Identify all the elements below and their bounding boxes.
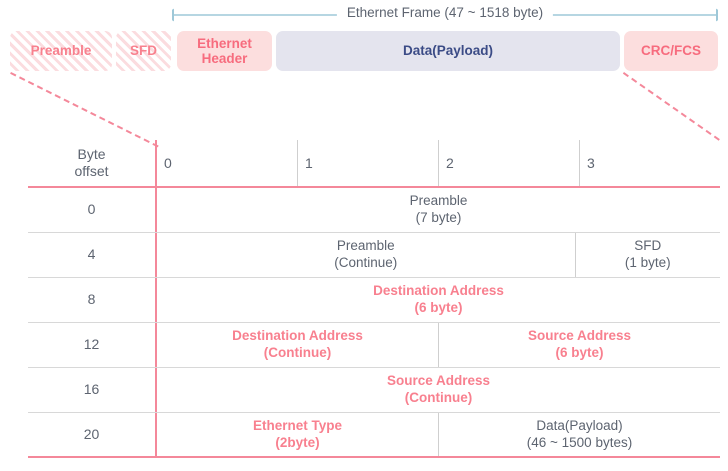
- column-header-3: 3: [579, 140, 720, 186]
- frame-segment-ethernet-header-label: Ethernet Header: [197, 35, 252, 66]
- byte-offset-table: Byte offset 0 1 2 3 0 Preamble (7 byte): [28, 140, 720, 463]
- field-size: (7 byte): [415, 210, 462, 225]
- field-size: (46 ~ 1500 bytes): [526, 434, 633, 450]
- row-offset: 4: [28, 233, 157, 277]
- row-offset: 16: [28, 368, 157, 412]
- field-name: Destination Address: [232, 328, 363, 344]
- byte-offset-header-line2: offset: [74, 163, 109, 179]
- column-header-1: 1: [297, 140, 438, 186]
- row-cells: Preamble (Continue) SFD (1 byte): [157, 233, 720, 277]
- field-size: (Continue): [263, 345, 332, 360]
- field-cell: SFD (1 byte): [574, 233, 721, 277]
- row-offset: 0: [28, 188, 157, 232]
- field-name: Source Address: [527, 328, 632, 344]
- field-cell: Destination Address (Continue): [157, 323, 438, 367]
- table-row: 8 Destination Address (6 byte): [28, 278, 720, 323]
- row-cells: Ethernet Type (2byte) Data(Payload) (46 …: [157, 413, 720, 456]
- field-size: (2byte): [275, 434, 320, 450]
- frame-segment-sfd-label: SFD: [130, 43, 157, 59]
- field-cell: Ethernet Type (2byte): [157, 413, 438, 456]
- field-name: Preamble: [336, 238, 395, 254]
- frame-segment-ethernet-header[interactable]: Ethernet Header: [177, 31, 272, 71]
- byte-offset-header-line1: Byte: [77, 145, 106, 162]
- field-size: (1 byte): [624, 255, 671, 270]
- field-name: Destination Address: [373, 283, 504, 299]
- table-header-columns: 0 1 2 3: [157, 140, 720, 186]
- table-row: 16 Source Address (Continue): [28, 368, 720, 413]
- column-header-0: 0: [164, 155, 172, 171]
- row-cells: Source Address (Continue): [157, 368, 720, 412]
- field-size: (6 byte): [555, 345, 604, 360]
- field-size: (Continue): [404, 390, 473, 405]
- field-cell: Preamble (Continue): [157, 233, 575, 277]
- frame-segment-bar: Preamble SFD Ethernet Header Data(Payloa…: [0, 31, 728, 71]
- field-name: Preamble: [409, 193, 468, 209]
- row-cells: Destination Address (6 byte): [157, 278, 720, 322]
- column-header-2: 2: [438, 140, 579, 186]
- field-cell: Destination Address (6 byte): [157, 278, 720, 322]
- field-cell: Data(Payload) (46 ~ 1500 bytes): [438, 413, 720, 456]
- row-offset: 8: [28, 278, 157, 322]
- frame-segment-crc-fcs[interactable]: CRC/FCS: [624, 31, 718, 71]
- field-cell: Source Address (6 byte): [438, 323, 720, 367]
- row-cells: Destination Address (Continue) Source Ad…: [157, 323, 720, 367]
- frame-segment-sfd[interactable]: SFD: [116, 31, 171, 71]
- row-offset: 12: [28, 323, 157, 367]
- table-header-row: Byte offset 0 1 2 3: [28, 140, 720, 188]
- frame-segment-data-payload[interactable]: Data(Payload): [276, 31, 620, 71]
- table-row: 12 Destination Address (Continue) Source…: [28, 323, 720, 368]
- field-name: Ethernet Type: [252, 417, 342, 433]
- field-size: (6 byte): [414, 300, 463, 315]
- row-cells: Preamble (7 byte): [157, 188, 720, 232]
- row-offset: 20: [28, 413, 157, 456]
- field-name: Data(Payload): [536, 417, 623, 433]
- field-cell: Preamble (7 byte): [157, 188, 720, 232]
- field-cell: Source Address (Continue): [157, 368, 720, 412]
- table-row: 0 Preamble (7 byte): [28, 188, 720, 233]
- frame-segment-preamble[interactable]: Preamble: [10, 31, 112, 71]
- leader-line-left: [10, 72, 159, 148]
- leader-line-right: [622, 72, 720, 141]
- table-row: 4 Preamble (Continue) SFD (1 byte): [28, 233, 720, 278]
- field-name: Source Address: [386, 373, 491, 389]
- frame-segment-crc-fcs-label: CRC/FCS: [641, 43, 701, 59]
- frame-segment-data-payload-label: Data(Payload): [402, 43, 494, 59]
- field-name: SFD: [634, 238, 662, 254]
- byte-offset-header: Byte offset: [28, 140, 157, 186]
- frame-segment-preamble-label: Preamble: [30, 43, 92, 59]
- field-size: (Continue): [334, 255, 398, 270]
- table-row: 20 Ethernet Type (2byte) Data(Payload) (…: [28, 413, 720, 458]
- frame-span-arrow: Ethernet Frame (47 ~ 1518 byte): [162, 4, 728, 26]
- frame-span-label: Ethernet Frame (47 ~ 1518 byte): [336, 4, 554, 22]
